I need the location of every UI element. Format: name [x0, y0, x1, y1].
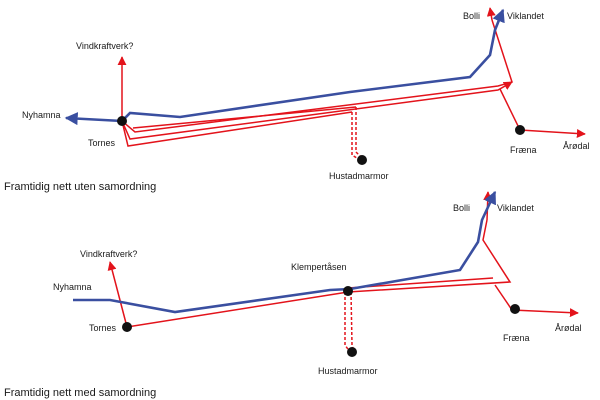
label-bolli: Bolli [463, 11, 480, 21]
top-diagram: Vindkraftverk? Nyhamna Tornes Bolli Vikl… [4, 7, 590, 193]
line-tornes-hustad-a [121, 111, 353, 147]
node-tornes-2 [122, 322, 132, 332]
line-main-red-2 [121, 81, 513, 140]
line-main-red-3 [126, 219, 512, 328]
caption-bottom: Framtidig nett med samordning [4, 387, 156, 399]
line-main-red-1 [121, 19, 513, 133]
label-hustadmarmor-2: Hustadmarmor [318, 366, 378, 376]
label-viklandet-2: Viklandet [497, 203, 534, 213]
node-tornes [117, 116, 127, 126]
node-hustadmarmor-2 [347, 347, 357, 357]
line-blue-nyhamna [64, 112, 123, 126]
line-fraena-arodal-2 [511, 308, 579, 318]
label-nyhamna: Nyhamna [22, 110, 61, 120]
line-tornes-hustad-b [132, 106, 357, 129]
line-to-fraena [499, 88, 521, 131]
line-klemp-hustad-dashed-b [350, 291, 355, 353]
line-bolli-up [486, 7, 496, 21]
bottom-diagram: Vindkraftverk? Nyhamna Tornes Klempertås… [4, 190, 582, 399]
label-bolli-2: Bolli [453, 203, 470, 213]
node-klempertasen [343, 286, 353, 296]
line-fraena-arodal [519, 129, 586, 138]
label-hustadmarmor: Hustadmarmor [329, 171, 389, 181]
label-fraena-2: Fræna [503, 333, 530, 343]
node-fraena [515, 125, 525, 135]
label-viklandet: Viklandet [507, 11, 544, 21]
label-arodal: Årødal [563, 141, 590, 151]
label-klempertasen: Klempertåsen [291, 262, 347, 272]
line-tornes-vindkraftverk-2 [107, 261, 128, 328]
label-tornes: Tornes [88, 138, 116, 148]
label-arodal-2: Årødal [555, 323, 582, 333]
node-hustadmarmor [357, 155, 367, 165]
node-fraena-2 [510, 304, 520, 314]
label-vindkraftverk-2: Vindkraftverk? [80, 249, 137, 259]
label-fraena: Fræna [510, 145, 537, 155]
label-nyhamna-2: Nyhamna [53, 282, 92, 292]
line-to-fraena-2 [494, 284, 513, 311]
line-blue-main [121, 8, 505, 122]
line-hustad-dashed-b [355, 107, 363, 159]
caption-top: Framtidig nett uten samordning [4, 181, 156, 193]
label-tornes-2: Tornes [89, 323, 117, 333]
line-hustad-dashed-a [351, 112, 361, 161]
line-klemp-hustad-dashed-a [344, 292, 351, 353]
label-vindkraftverk: Vindkraftverk? [76, 41, 133, 51]
